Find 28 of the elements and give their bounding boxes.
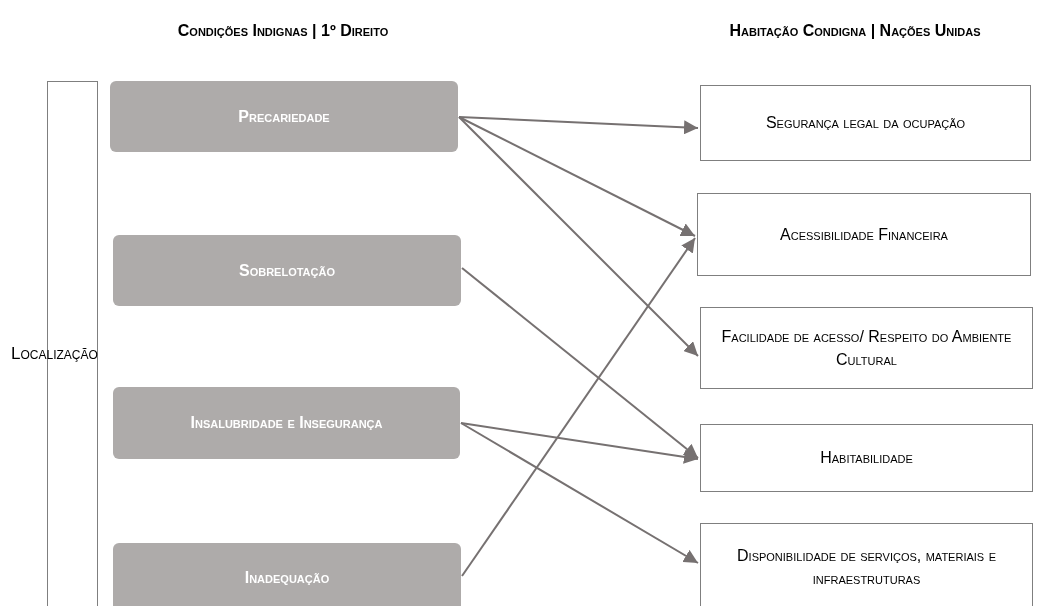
condition-box [113, 543, 461, 606]
node-text: Acessibilidade Financeira [780, 224, 948, 245]
node-text: Inadequação [244, 569, 330, 587]
node-text: Precariedade [238, 107, 330, 126]
arrow [460, 422, 699, 564]
node-text: Disponibilidade de serviços, materiais e infraestruturas [736, 545, 997, 589]
arrow [458, 116, 699, 135]
criterion-box [700, 85, 1031, 161]
arrow [461, 267, 699, 459]
criterion-box [700, 424, 1033, 492]
arrow [458, 116, 696, 237]
node-text: Habitabilidade [820, 448, 913, 469]
criterion-box [700, 523, 1033, 606]
node-text: Facilidade de acesso/ Respeito do Ambiente Cultural [720, 326, 1013, 370]
criterion-box [700, 307, 1033, 389]
condition-box [113, 235, 461, 306]
column-heading: Condições Indignas | 1º Direito [177, 22, 389, 40]
location-label: Localização [11, 344, 98, 364]
criterion-box [697, 193, 1031, 276]
node-text: Insalubridade e Insegurança [190, 414, 383, 432]
arrow [458, 116, 699, 357]
column-heading: Habitação Condigna | Nações Unidas [729, 22, 981, 40]
node-text: Sobrelotação [239, 261, 335, 280]
node-text: Segurança legal da ocupação [765, 113, 966, 134]
arrow [460, 422, 699, 464]
condition-box [113, 387, 460, 459]
arrow [461, 237, 696, 577]
condition-box [110, 81, 458, 152]
